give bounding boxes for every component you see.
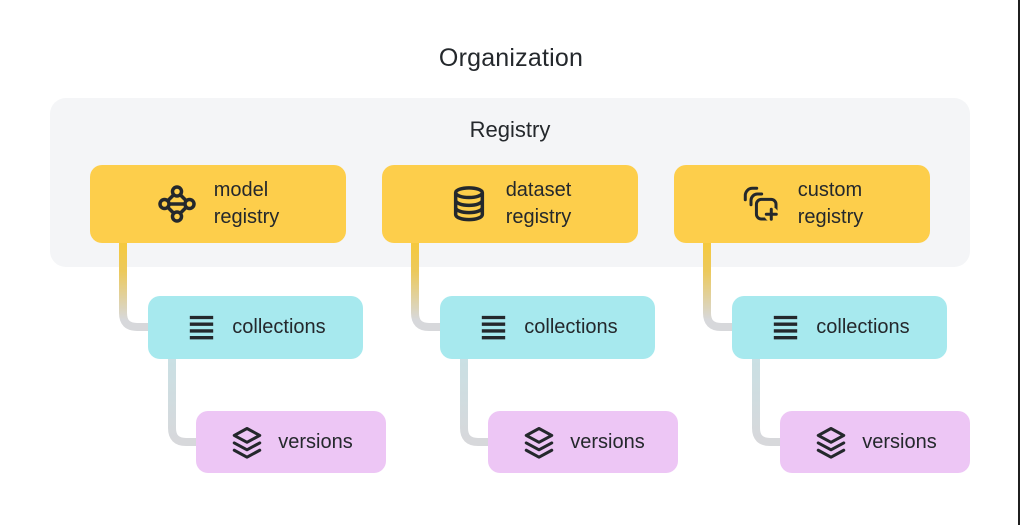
versions-card-label: versions bbox=[862, 430, 937, 453]
layers-stack-icon bbox=[229, 424, 265, 460]
list-lines-icon bbox=[477, 311, 510, 344]
registry-card-label: dataset registry bbox=[505, 179, 572, 228]
collections-card-label: collections bbox=[524, 316, 618, 338]
stacked-squares-plus-icon bbox=[741, 184, 781, 224]
layers-stack-icon bbox=[521, 424, 557, 460]
registry-to-collections-connector bbox=[119, 239, 152, 331]
collections-card: collections bbox=[732, 296, 947, 359]
versions-card-label: versions bbox=[570, 430, 645, 453]
collections-card-label: collections bbox=[232, 316, 326, 338]
collections-card-label: collections bbox=[816, 316, 910, 338]
model-registry-network-icon bbox=[157, 184, 197, 224]
collections-card: collections bbox=[440, 296, 655, 359]
page-title: Organization bbox=[438, 44, 584, 72]
custom-registry-card: custom registry bbox=[674, 165, 930, 243]
collections-card: collections bbox=[148, 296, 363, 359]
registry-to-collections-connector bbox=[703, 239, 736, 331]
registry-panel-title: Registry bbox=[469, 117, 551, 142]
versions-card: versions bbox=[780, 411, 970, 473]
screenshot-edge-line bbox=[1018, 0, 1020, 525]
layers-stack-icon bbox=[813, 424, 849, 460]
collections-to-versions-connector bbox=[460, 357, 492, 446]
registry-to-collections-connector bbox=[411, 239, 444, 331]
registry-card-label: custom registry bbox=[797, 179, 864, 228]
dataset-registry-card: dataset registry bbox=[382, 165, 638, 243]
database-icon bbox=[449, 184, 489, 224]
versions-card-label: versions bbox=[278, 430, 353, 453]
collections-to-versions-connector bbox=[752, 357, 784, 446]
versions-card: versions bbox=[488, 411, 678, 473]
registry-card-label: model registry bbox=[213, 179, 280, 228]
versions-card: versions bbox=[196, 411, 386, 473]
model-registry-card: model registry bbox=[90, 165, 346, 243]
list-lines-icon bbox=[769, 311, 802, 344]
collections-to-versions-connector bbox=[168, 357, 200, 446]
list-lines-icon bbox=[185, 311, 218, 344]
